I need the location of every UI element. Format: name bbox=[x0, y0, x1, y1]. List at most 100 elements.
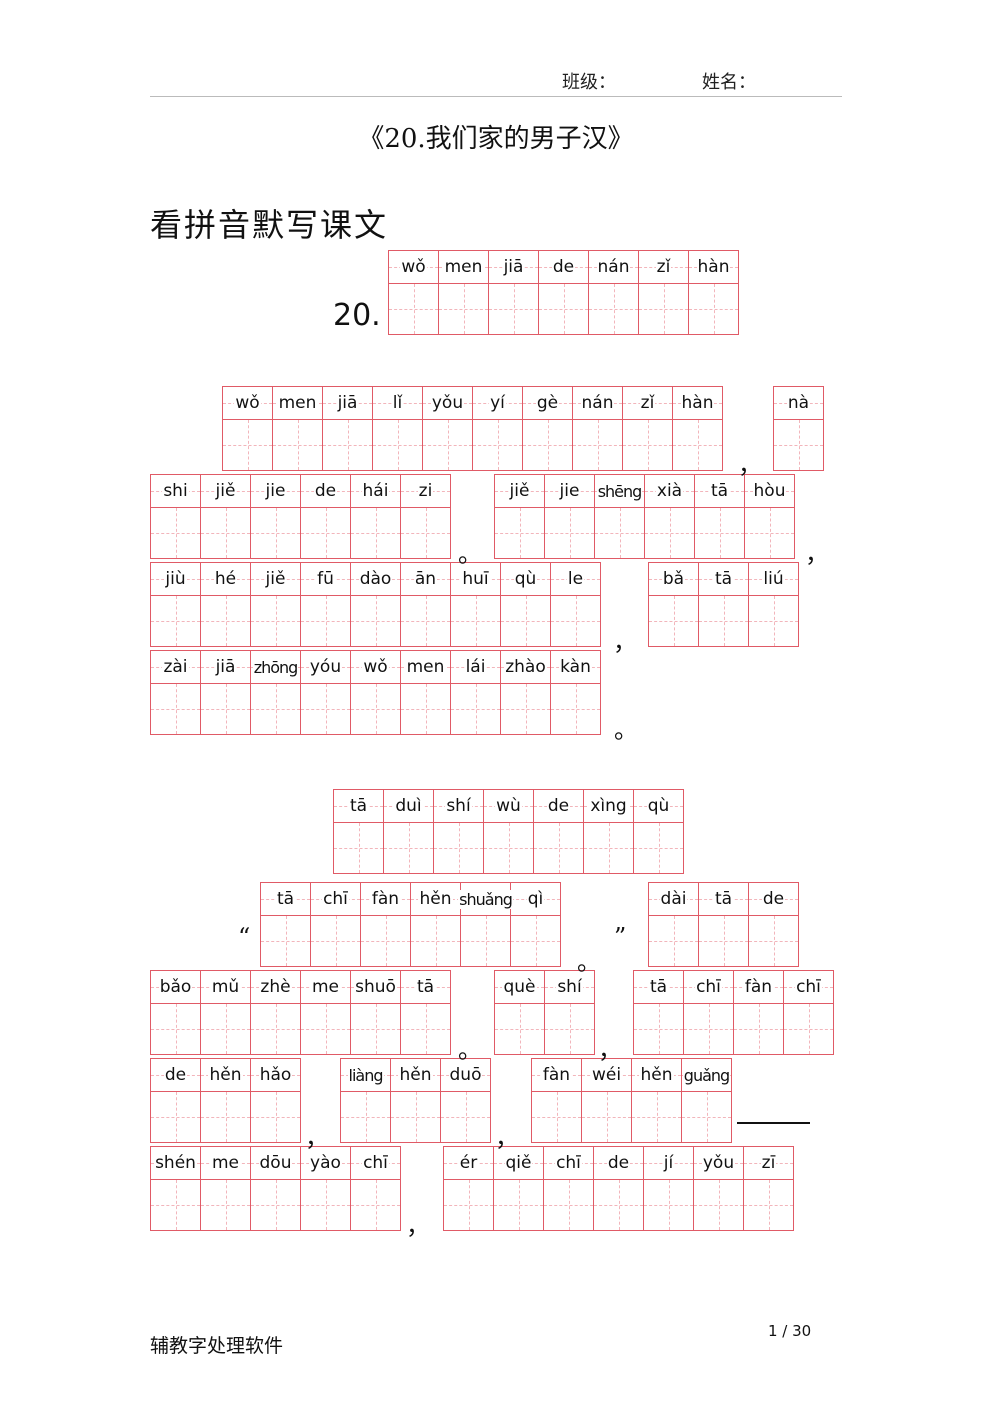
hanzi-writing-box[interactable] bbox=[451, 684, 500, 734]
hanzi-writing-box[interactable] bbox=[373, 420, 422, 470]
hanzi-writing-box[interactable] bbox=[151, 1092, 200, 1142]
hanzi-writing-box[interactable] bbox=[484, 823, 533, 873]
hanzi-writing-box[interactable] bbox=[749, 596, 798, 646]
grid-cell[interactable]: jie bbox=[250, 474, 301, 559]
hanzi-writing-box[interactable] bbox=[745, 508, 794, 558]
grid-cell[interactable]: hěn bbox=[390, 1058, 441, 1143]
hanzi-writing-box[interactable] bbox=[489, 284, 538, 334]
hanzi-writing-box[interactable] bbox=[389, 284, 438, 334]
grid-cell[interactable]: men bbox=[272, 386, 323, 471]
grid-cell[interactable]: hěn bbox=[410, 882, 461, 967]
hanzi-writing-box[interactable] bbox=[351, 1004, 400, 1054]
grid-cell[interactable]: liú bbox=[748, 562, 799, 647]
grid-cell[interactable]: zī bbox=[743, 1146, 794, 1231]
grid-cell[interactable]: de bbox=[300, 474, 351, 559]
grid-cell[interactable]: liàng bbox=[340, 1058, 391, 1143]
hanzi-writing-box[interactable] bbox=[273, 420, 322, 470]
hanzi-writing-box[interactable] bbox=[411, 916, 460, 966]
grid-cell[interactable]: lái bbox=[450, 650, 501, 735]
hanzi-writing-box[interactable] bbox=[501, 684, 550, 734]
grid-cell[interactable]: guǎng bbox=[681, 1058, 732, 1143]
grid-cell[interactable]: què bbox=[494, 970, 545, 1055]
hanzi-writing-box[interactable] bbox=[444, 1180, 493, 1230]
grid-cell[interactable]: zhè bbox=[250, 970, 301, 1055]
grid-cell[interactable]: jiā bbox=[200, 650, 251, 735]
grid-cell[interactable]: chī bbox=[683, 970, 734, 1055]
hanzi-writing-box[interactable] bbox=[151, 508, 200, 558]
grid-cell[interactable]: tā bbox=[633, 970, 684, 1055]
hanzi-writing-box[interactable] bbox=[151, 684, 200, 734]
grid-cell[interactable]: hàn bbox=[672, 386, 723, 471]
hanzi-writing-box[interactable] bbox=[539, 284, 588, 334]
grid-cell[interactable]: ér bbox=[443, 1146, 494, 1231]
grid-cell[interactable]: zhōng bbox=[250, 650, 301, 735]
hanzi-writing-box[interactable] bbox=[494, 1180, 543, 1230]
hanzi-writing-box[interactable] bbox=[594, 1180, 643, 1230]
grid-cell[interactable]: tā bbox=[260, 882, 311, 967]
hanzi-writing-box[interactable] bbox=[151, 1004, 200, 1054]
hanzi-writing-box[interactable] bbox=[649, 596, 698, 646]
grid-cell[interactable]: tā bbox=[698, 562, 749, 647]
hanzi-writing-box[interactable] bbox=[473, 420, 522, 470]
hanzi-writing-box[interactable] bbox=[695, 508, 744, 558]
grid-cell[interactable]: zhào bbox=[500, 650, 551, 735]
hanzi-writing-box[interactable] bbox=[301, 1180, 350, 1230]
hanzi-writing-box[interactable] bbox=[434, 823, 483, 873]
hanzi-writing-box[interactable] bbox=[351, 596, 400, 646]
hanzi-writing-box[interactable] bbox=[251, 508, 300, 558]
hanzi-writing-box[interactable] bbox=[351, 1180, 400, 1230]
hanzi-writing-box[interactable] bbox=[461, 916, 510, 966]
hanzi-writing-box[interactable] bbox=[573, 420, 622, 470]
grid-cell[interactable]: shi bbox=[150, 474, 201, 559]
grid-cell[interactable]: nà bbox=[773, 386, 824, 471]
grid-cell[interactable]: me bbox=[200, 1146, 251, 1231]
grid-cell[interactable]: jiě bbox=[200, 474, 251, 559]
hanzi-writing-box[interactable] bbox=[501, 596, 550, 646]
grid-cell[interactable]: chī bbox=[310, 882, 361, 967]
grid-cell[interactable]: me bbox=[300, 970, 351, 1055]
grid-cell[interactable]: yǒu bbox=[693, 1146, 744, 1231]
hanzi-writing-box[interactable] bbox=[323, 420, 372, 470]
hanzi-writing-box[interactable] bbox=[301, 596, 350, 646]
hanzi-writing-box[interactable] bbox=[699, 916, 748, 966]
hanzi-writing-box[interactable] bbox=[699, 596, 748, 646]
grid-cell[interactable]: tā bbox=[698, 882, 749, 967]
hanzi-writing-box[interactable] bbox=[532, 1092, 581, 1142]
hanzi-writing-box[interactable] bbox=[251, 684, 300, 734]
grid-cell[interactable]: zi bbox=[400, 474, 451, 559]
hanzi-writing-box[interactable] bbox=[673, 420, 722, 470]
grid-cell[interactable]: wǒ bbox=[388, 250, 439, 335]
hanzi-writing-box[interactable] bbox=[784, 1004, 833, 1054]
grid-cell[interactable]: mǔ bbox=[200, 970, 251, 1055]
grid-cell[interactable]: qì bbox=[510, 882, 561, 967]
grid-cell[interactable]: jiě bbox=[250, 562, 301, 647]
hanzi-writing-box[interactable] bbox=[589, 284, 638, 334]
grid-cell[interactable]: tā bbox=[694, 474, 745, 559]
grid-cell[interactable]: qiě bbox=[493, 1146, 544, 1231]
grid-cell[interactable]: men bbox=[438, 250, 489, 335]
grid-cell[interactable]: nán bbox=[572, 386, 623, 471]
grid-cell[interactable]: zǐ bbox=[638, 250, 689, 335]
hanzi-writing-box[interactable] bbox=[151, 1180, 200, 1230]
grid-cell[interactable]: zài bbox=[150, 650, 201, 735]
hanzi-writing-box[interactable] bbox=[261, 916, 310, 966]
hanzi-writing-box[interactable] bbox=[401, 684, 450, 734]
hanzi-writing-box[interactable] bbox=[551, 684, 600, 734]
grid-cell[interactable]: bǎo bbox=[150, 970, 201, 1055]
grid-cell[interactable]: qù bbox=[500, 562, 551, 647]
grid-cell[interactable]: de bbox=[533, 789, 584, 874]
hanzi-writing-box[interactable] bbox=[423, 420, 472, 470]
grid-cell[interactable]: hǎo bbox=[250, 1058, 301, 1143]
grid-cell[interactable]: men bbox=[400, 650, 451, 735]
hanzi-writing-box[interactable] bbox=[749, 916, 798, 966]
hanzi-writing-box[interactable] bbox=[441, 1092, 490, 1142]
hanzi-writing-box[interactable] bbox=[645, 508, 694, 558]
hanzi-writing-box[interactable] bbox=[311, 916, 360, 966]
hanzi-writing-box[interactable] bbox=[639, 284, 688, 334]
grid-cell[interactable]: hěn bbox=[200, 1058, 251, 1143]
hanzi-writing-box[interactable] bbox=[584, 823, 633, 873]
grid-cell[interactable]: yóu bbox=[300, 650, 351, 735]
hanzi-writing-box[interactable] bbox=[251, 596, 300, 646]
hanzi-writing-box[interactable] bbox=[451, 596, 500, 646]
grid-cell[interactable]: fàn bbox=[733, 970, 784, 1055]
